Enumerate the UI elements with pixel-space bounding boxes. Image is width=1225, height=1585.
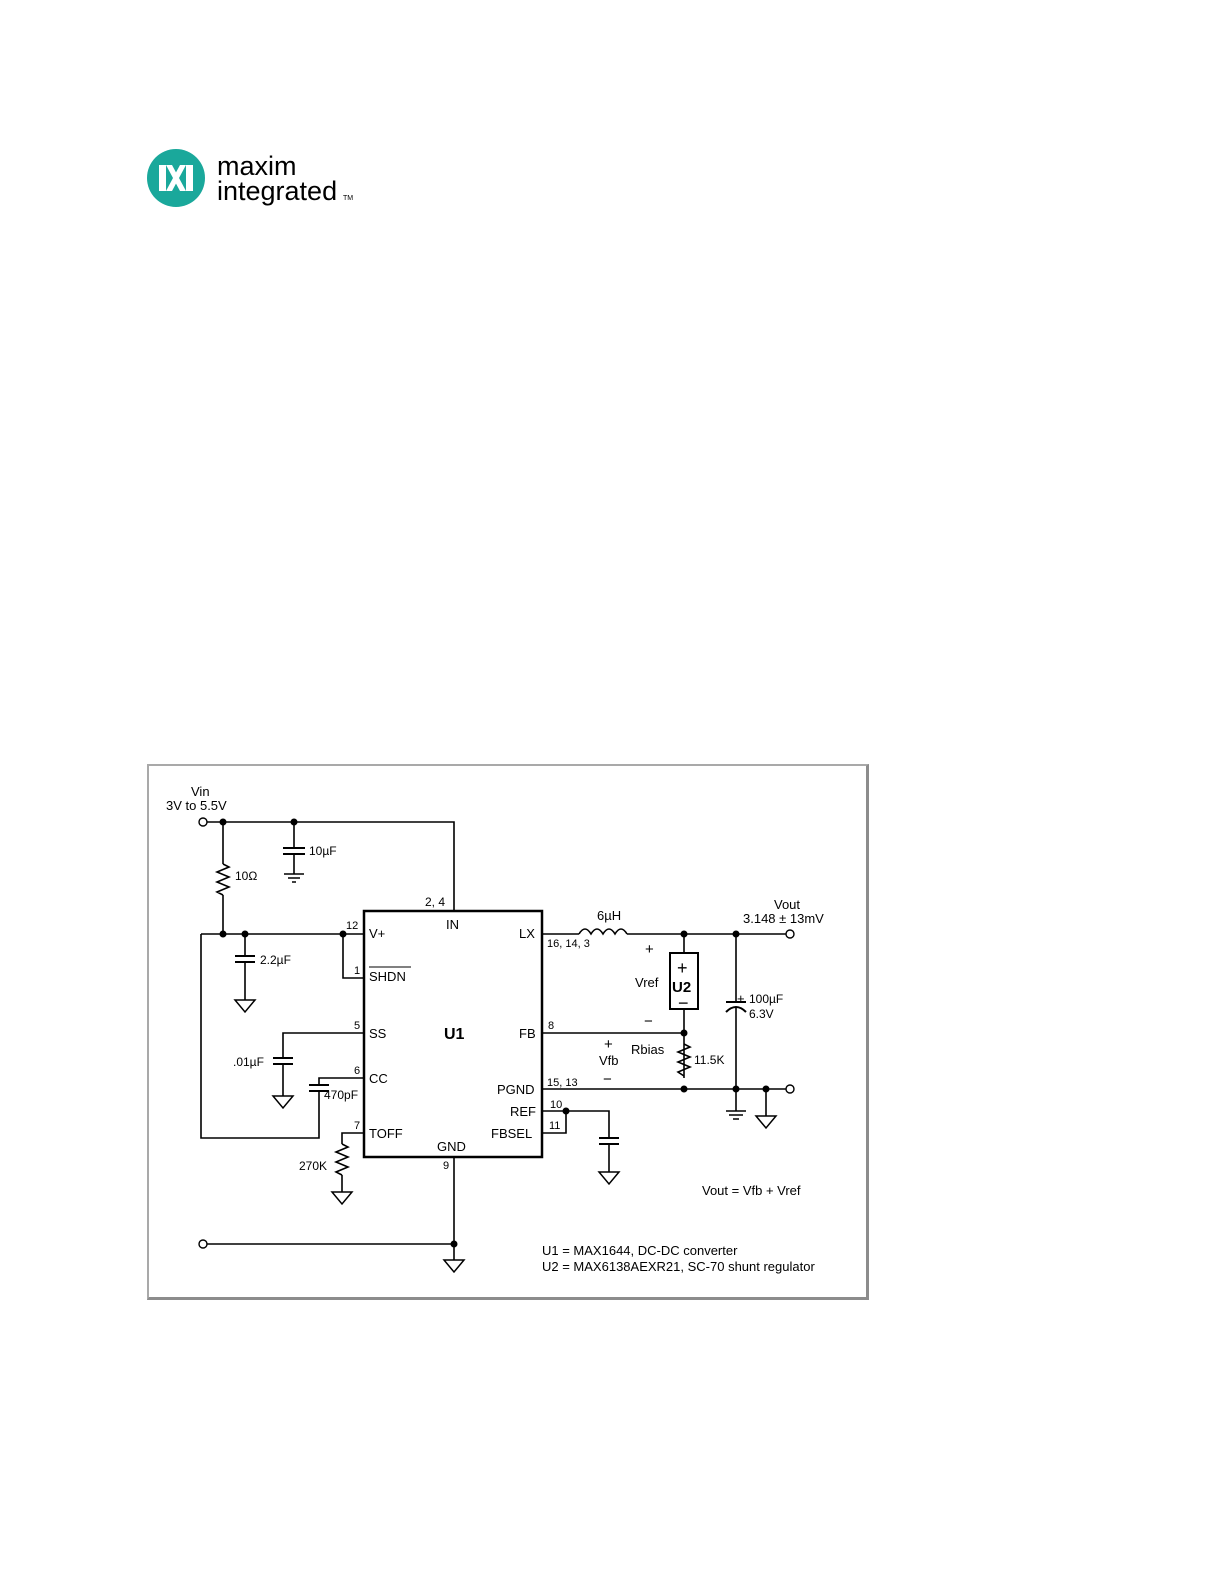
- vplus-wiring: [200, 933, 364, 1139]
- capacitor-ss: [271, 1032, 364, 1110]
- pin-label-pgnd: PGND: [497, 1082, 535, 1097]
- pin-number-fbsel: 11: [549, 1120, 560, 1132]
- logo-text-integrated: integrated: [217, 176, 337, 206]
- pin-label-toff: TOFF: [369, 1126, 403, 1141]
- vin-wiring: [198, 817, 455, 911]
- u2-body: [669, 952, 699, 1010]
- pin-number-lx: 16, 14, 3: [547, 938, 590, 950]
- pin-number-in: 2, 4: [425, 895, 445, 909]
- vfb-label: Vfb: [599, 1053, 619, 1068]
- pin-label-shdn: SHDN: [369, 969, 406, 984]
- capacitor-2-2uf: [233, 955, 257, 1014]
- label-c-ss: .01µF: [233, 1055, 264, 1069]
- label-c-out-voltage: 6.3V: [749, 1007, 774, 1021]
- pin-number-gnd: 9: [443, 1160, 449, 1172]
- resistor-toff: [330, 1132, 364, 1206]
- vout-label: Vout: [774, 897, 800, 912]
- pin-label-ss: SS: [369, 1026, 387, 1041]
- pin-label-fb: FB: [519, 1026, 536, 1041]
- logo-text-maxim: maxim: [217, 151, 297, 181]
- ref-fbsel-wiring: [542, 1110, 621, 1186]
- label-r-toff: 270K: [299, 1159, 327, 1173]
- u1-name: U1: [444, 1026, 465, 1043]
- pin-label-vplus: V+: [369, 926, 385, 941]
- vin-range-label: 3V to 5.5V: [166, 798, 227, 813]
- maxim-integrated-logo: maxim integrated TM: [147, 149, 353, 207]
- pin-number-vplus: 12: [346, 920, 358, 932]
- output-wiring: [542, 928, 795, 1116]
- circuit-schematic: U1 IN V+ SHDN SS CC TOFF LX FB PGND REF …: [166, 784, 824, 1274]
- vref-minus: −: [644, 1013, 653, 1030]
- vout-value-label: 3.148 ± 13mV: [743, 911, 824, 926]
- pin-number-cc: 6: [354, 1065, 360, 1077]
- vfb-minus: −: [603, 1071, 612, 1088]
- vref-label: Vref: [635, 975, 659, 990]
- pin-number-shdn: 1: [354, 965, 360, 977]
- u2-minus: −: [678, 993, 689, 1013]
- note-u2: U2 = MAX6138AEXR21, SC-70 shunt regulato…: [542, 1259, 815, 1274]
- u1-body: [362, 909, 544, 1159]
- vfb-plus: +: [604, 1036, 613, 1053]
- resistor-10ohm: [214, 863, 232, 934]
- pin-label-cc: CC: [369, 1071, 388, 1086]
- label-c-vplus: 2.2µF: [260, 953, 291, 967]
- vref-plus: +: [645, 941, 654, 958]
- u2-name: U2: [672, 979, 691, 996]
- label-r-in: 10Ω: [235, 869, 257, 883]
- label-c-out-polarity: +: [737, 991, 745, 1006]
- pin-label-fbsel: FBSEL: [491, 1126, 532, 1141]
- label-rbias-name: Rbias: [631, 1042, 665, 1057]
- pin-label-gnd: GND: [437, 1139, 466, 1154]
- pin-label-in: IN: [446, 917, 459, 932]
- pin-number-ss: 5: [354, 1020, 360, 1032]
- label-rbias-value: 11.5K: [694, 1053, 724, 1067]
- note-u1: U1 = MAX1644, DC-DC converter: [542, 1243, 738, 1258]
- ground-wiring: [198, 1157, 466, 1274]
- schematic-frame: U1 IN V+ SHDN SS CC TOFF LX FB PGND REF …: [147, 764, 869, 1300]
- pin-number-fb: 8: [548, 1020, 554, 1032]
- label-c-out-value: 100µF: [749, 992, 783, 1006]
- pin-number-ref: 10: [550, 1099, 562, 1111]
- pin-number-toff: 7: [354, 1120, 360, 1132]
- label-inductor: 6µH: [597, 908, 621, 923]
- resistor-rbias: [675, 1043, 693, 1077]
- capacitor-cc: [309, 1077, 364, 1092]
- pin-label-lx: LX: [519, 926, 535, 941]
- capacitor-10uf: [283, 847, 305, 883]
- u2-plus: +: [677, 958, 688, 978]
- label-c-cc: 470pF: [324, 1088, 358, 1102]
- vin-label: Vin: [191, 784, 210, 799]
- logo-mark-glyph-icon: [159, 165, 193, 191]
- pin-label-ref: REF: [510, 1104, 536, 1119]
- label-c-in: 10µF: [309, 844, 337, 858]
- equation: Vout = Vfb + Vref: [702, 1183, 801, 1198]
- capacitor-100uf: [725, 1001, 778, 1130]
- pin-number-pgnd: 15, 13: [547, 1077, 578, 1089]
- logo-text-trademark: TM: [343, 195, 353, 202]
